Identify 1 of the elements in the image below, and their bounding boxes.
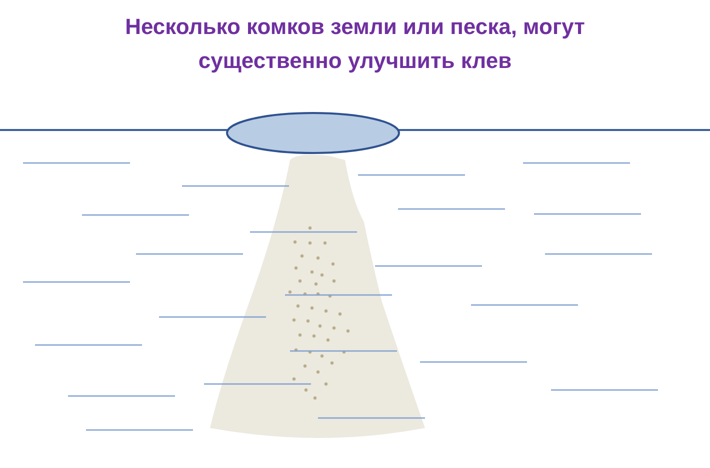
title: Несколько комков земли или песка, могут существенно улучшить клев [124,13,586,75]
